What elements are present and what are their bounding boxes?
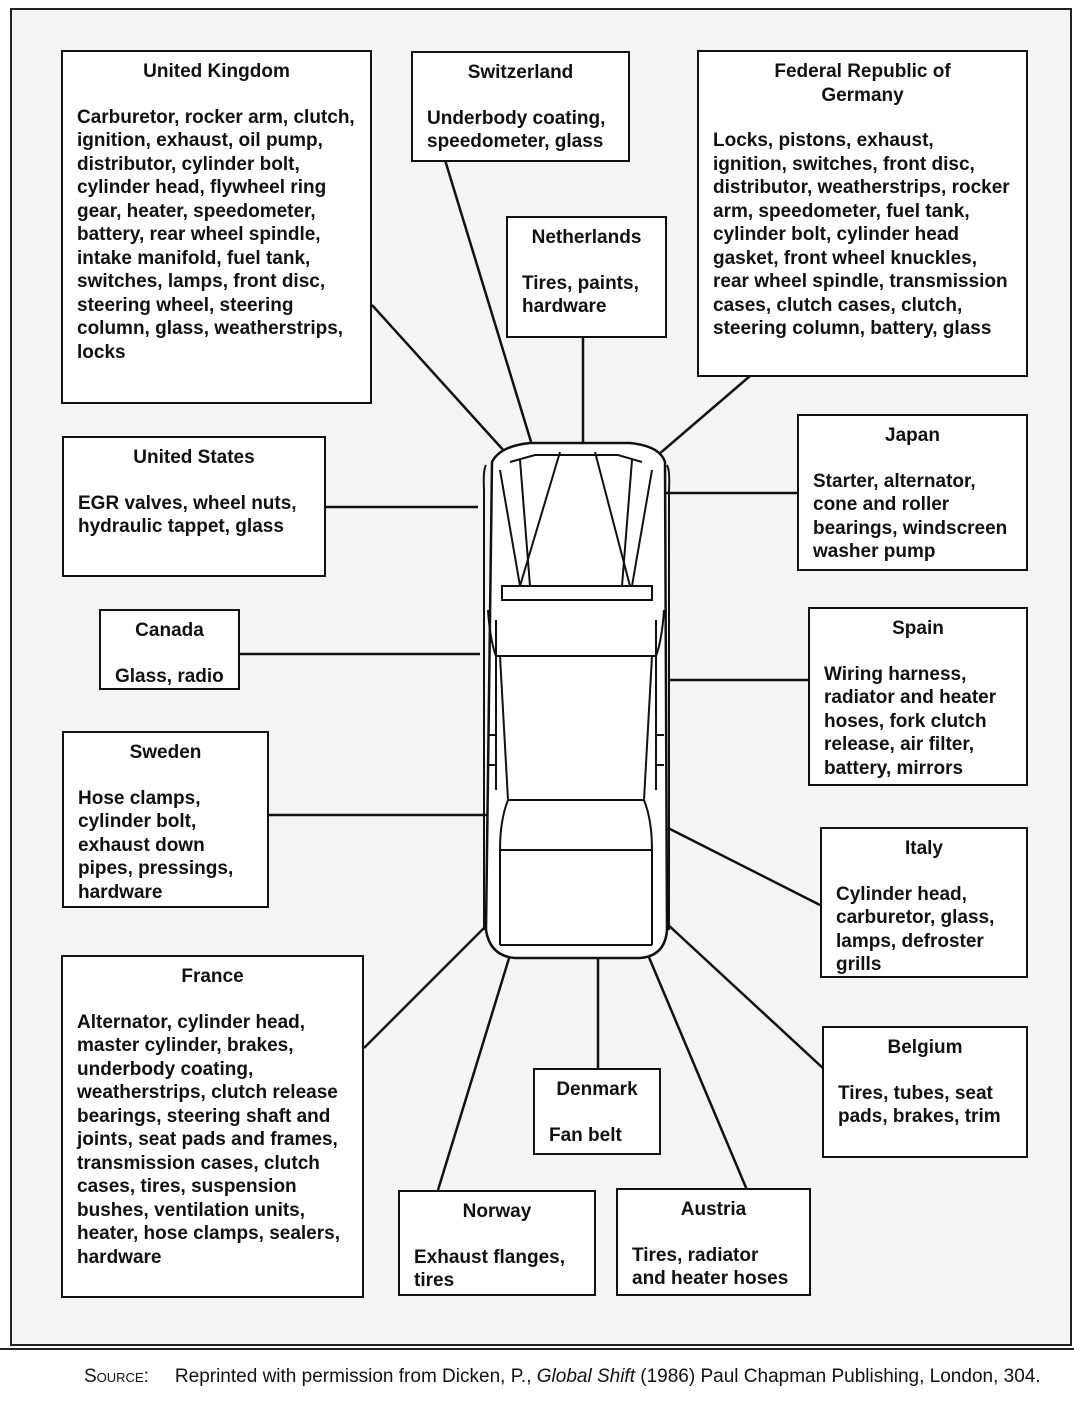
box-spain: Spain Wiring harness, radiator and heate… (808, 607, 1028, 786)
country-name: Austria (680, 1199, 747, 1220)
connector-austria (646, 954, 749, 1191)
connector-belgium (664, 921, 826, 1071)
box-japan: Japan Starter, alternator, cone and roll… (797, 414, 1028, 571)
box-netherlands: Netherlands Tires, paints, hardware (506, 216, 667, 338)
parts-list: Fan belt (549, 1124, 622, 1146)
box-austria: Austria Tires, radiator and heater hoses (616, 1188, 811, 1296)
country-name: Sweden (129, 742, 202, 763)
country-name: Canada (135, 620, 204, 641)
box-italy: Italy Cylinder head, carburetor, glass, … (820, 827, 1028, 978)
parts-list: Tires, paints, hardware (522, 272, 639, 318)
country-name: Denmark (556, 1079, 638, 1100)
box-sweden: Sweden Hose clamps, cylinder bolt, exhau… (62, 731, 269, 908)
connector-norway (436, 954, 512, 1191)
parts-list: Carburetor, rocker arm, clutch, ignition… (77, 106, 355, 363)
box-canada: Canada Glass, radio (99, 609, 240, 690)
box-belgium: Belgium Tires, tubes, seat pads, brakes,… (822, 1026, 1028, 1158)
box-united-states: United States EGR valves, wheel nuts, hy… (62, 436, 326, 577)
country-name: United Kingdom (143, 61, 290, 82)
connector-united-kingdom (371, 304, 506, 453)
parts-list: Tires, tubes, seat pads, brakes, trim (838, 1082, 1001, 1128)
country-name: Spain (892, 618, 944, 639)
box-switzerland: Switzerland Underbody coating, speedomet… (411, 51, 630, 162)
country-name: Norway (462, 1201, 532, 1222)
source-citation: Source: Reprinted with permission from Di… (84, 1364, 1044, 1389)
country-name: Belgium (887, 1037, 963, 1058)
parts-list: Alternator, cylinder head, master cylind… (77, 1011, 340, 1268)
connector-france (363, 921, 491, 1049)
country-name: Switzerland (467, 62, 574, 83)
source-text-after: (1986) Paul Chapman Publishing, London, … (635, 1366, 1041, 1387)
country-name: United States (133, 447, 255, 468)
parts-list: Locks, pistons, exhaust, ignition, switc… (713, 130, 1010, 339)
country-name: France (181, 966, 244, 987)
source-book-title: Global Shift (536, 1366, 635, 1387)
country-name: Netherlands (531, 227, 642, 248)
parts-list: Hose clamps, cylinder bolt, exhaust down… (78, 787, 234, 903)
parts-list: Exhaust flanges, tires (414, 1246, 565, 1292)
box-united-kingdom: United Kingdom Carburetor, rocker arm, c… (61, 50, 372, 404)
parts-list: Wiring harness, radiator and heater hose… (824, 663, 997, 779)
country-name: Federal Republic of Germany (774, 61, 951, 106)
parts-list: Cylinder head, carburetor, glass, lamps,… (836, 883, 995, 976)
car-top-view (484, 441, 669, 960)
separator-line (0, 1348, 1074, 1350)
source-text-before: Reprinted with permission from Dicken, P… (174, 1366, 537, 1387)
box-france: France Alternator, cylinder head, master… (61, 955, 364, 1298)
connector-italy (667, 826, 821, 907)
box-denmark: Denmark Fan belt (533, 1068, 661, 1155)
parts-list: Underbody coating, speedometer, glass (427, 107, 606, 153)
parts-list: Tires, radiator and heater hoses (632, 1244, 789, 1290)
source-label: Source: (84, 1366, 149, 1387)
country-name: Japan (885, 425, 940, 446)
parts-list: Starter, alternator, cone and roller bea… (813, 470, 1008, 563)
box-norway: Norway Exhaust flanges, tires (398, 1190, 596, 1296)
parts-list: EGR valves, wheel nuts, hydraulic tappet… (78, 492, 297, 538)
connector-germany (657, 375, 751, 456)
connector-switzerland (443, 159, 534, 446)
country-name: Italy (904, 838, 944, 859)
box-germany: Federal Republic of Germany Locks, pisto… (697, 50, 1028, 377)
parts-list: Glass, radio (115, 665, 224, 687)
